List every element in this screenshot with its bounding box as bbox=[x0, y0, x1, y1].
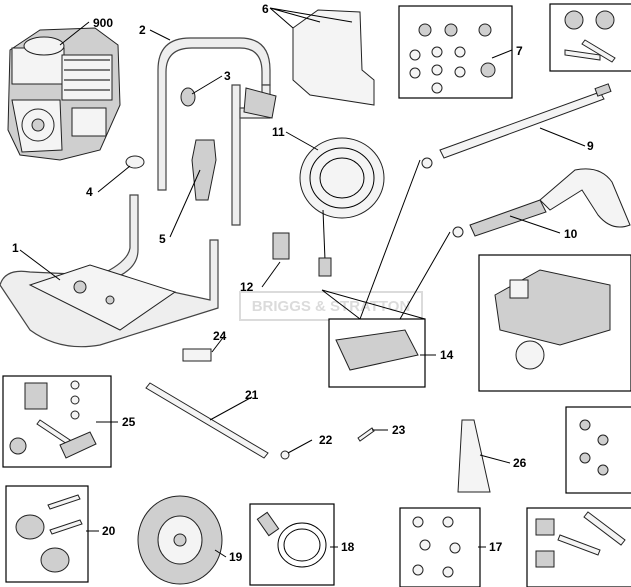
callout-10: 10 bbox=[564, 227, 578, 241]
callout-26: 26 bbox=[513, 456, 527, 470]
callout-19: 19 bbox=[229, 550, 243, 564]
mount-block-part bbox=[272, 232, 290, 260]
gun-part bbox=[452, 168, 631, 238]
wheel-part bbox=[137, 495, 223, 585]
axle-part bbox=[145, 382, 269, 459]
label-part-24 bbox=[182, 348, 212, 362]
pump-part bbox=[494, 269, 611, 370]
callout-21: 21 bbox=[245, 388, 259, 402]
kit-top-right-box bbox=[549, 3, 631, 72]
callout-23: 23 bbox=[392, 423, 406, 437]
callout-11: 11 bbox=[272, 125, 285, 139]
cap-part bbox=[125, 155, 145, 169]
bottle-part bbox=[457, 419, 491, 493]
hose-part bbox=[299, 137, 385, 277]
kit-25-parts bbox=[9, 380, 97, 459]
callout-9: 9 bbox=[587, 139, 594, 153]
kit-7-parts bbox=[409, 23, 496, 94]
callout-4: 4 bbox=[86, 185, 93, 199]
callout-24: 24 bbox=[213, 329, 227, 343]
callout-14: 14 bbox=[440, 348, 454, 362]
callout-5: 5 bbox=[159, 232, 166, 246]
pump-cover-part bbox=[335, 329, 419, 371]
wand-part bbox=[421, 83, 612, 169]
callout-25: 25 bbox=[122, 415, 136, 429]
callout-6: 6 bbox=[262, 2, 269, 16]
callout-3: 3 bbox=[224, 69, 231, 83]
strap-part bbox=[191, 139, 217, 201]
handle-part bbox=[157, 37, 277, 226]
kit-right-mid-box bbox=[565, 406, 631, 494]
engine-part bbox=[7, 27, 121, 161]
kit-20-parts bbox=[15, 494, 83, 573]
clip-part bbox=[280, 450, 290, 460]
watermark-text: BRIGGS & STRATTON bbox=[252, 298, 411, 315]
kit-17-box bbox=[399, 507, 481, 587]
callout-1: 1 bbox=[12, 241, 19, 255]
callout-20: 20 bbox=[102, 524, 116, 538]
kit-bottom-right-parts bbox=[535, 511, 626, 568]
callout-2: 2 bbox=[139, 23, 146, 37]
kit-18-parts bbox=[256, 511, 327, 568]
base-frame-part bbox=[0, 194, 219, 348]
callout-12: 12 bbox=[240, 280, 254, 294]
callout-900: 900 bbox=[93, 16, 113, 30]
kit-top-right-parts bbox=[564, 10, 616, 63]
pin-part bbox=[357, 427, 375, 442]
kit-right-mid-parts bbox=[579, 419, 609, 476]
kit-17-parts bbox=[412, 516, 461, 578]
callout-18: 18 bbox=[341, 540, 355, 554]
bracket-part bbox=[292, 9, 375, 106]
callout-22: 22 bbox=[319, 433, 333, 447]
grip-part bbox=[180, 87, 196, 107]
callout-7: 7 bbox=[516, 44, 523, 58]
watermark: BRIGGS & STRATTON bbox=[239, 291, 423, 321]
leader-lines bbox=[19, 7, 586, 558]
connector-lines bbox=[321, 159, 451, 320]
callout-17: 17 bbox=[489, 540, 503, 554]
